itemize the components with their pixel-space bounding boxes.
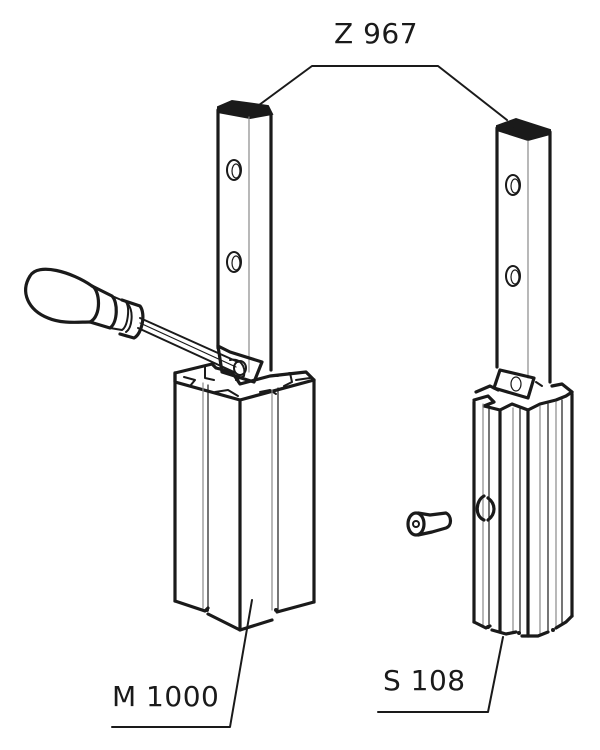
leader-m1000	[111, 599, 253, 728]
leader-s108	[377, 636, 504, 713]
label-m1000: M 1000	[112, 680, 220, 713]
connector-left	[216, 99, 274, 373]
connector-right-lock	[492, 368, 536, 400]
square-profile-m1000	[173, 362, 316, 632]
connector-left-lock	[216, 344, 264, 384]
countersunk-screw	[406, 511, 453, 537]
connector-right	[495, 117, 552, 384]
leader-z967	[254, 65, 508, 121]
round-profile-s108	[472, 381, 574, 638]
label-s108: S 108	[383, 664, 466, 697]
label-z967: Z 967	[334, 17, 419, 50]
screwdriver	[24, 267, 246, 381]
